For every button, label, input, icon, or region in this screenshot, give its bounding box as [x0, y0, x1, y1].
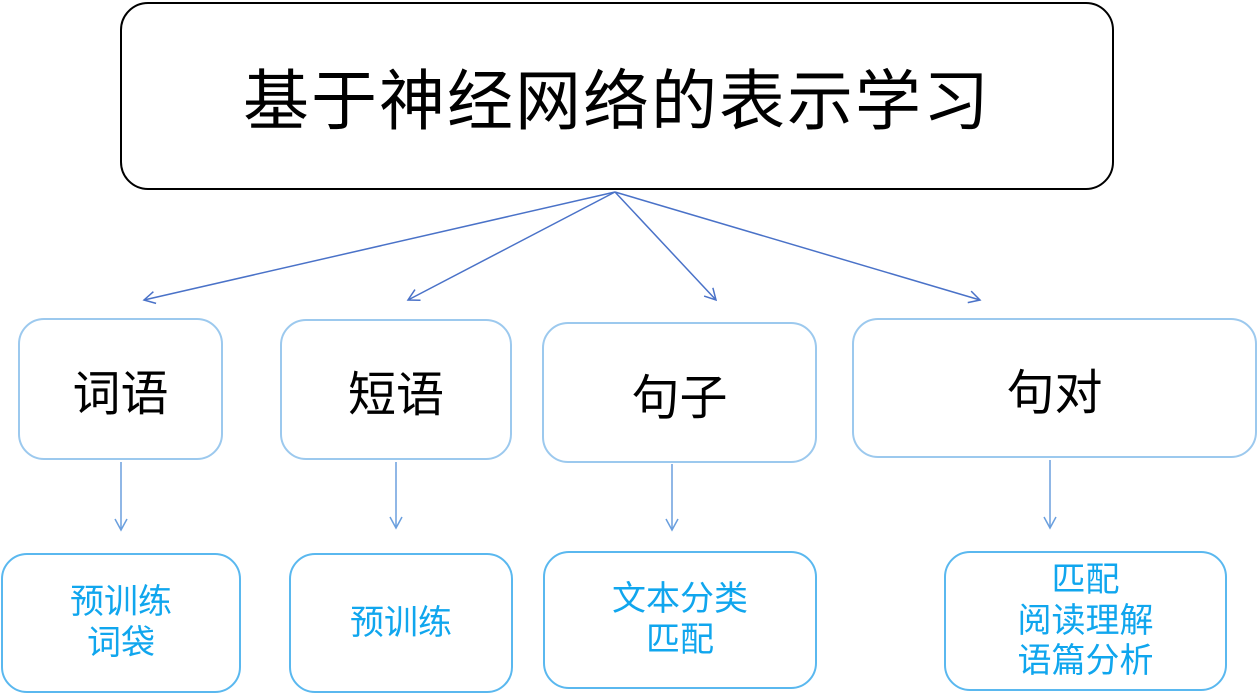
task-node-phrases: 预训练: [289, 553, 513, 693]
task-item: 词袋: [87, 623, 155, 663]
task-item: 阅读理解: [1017, 600, 1154, 641]
category-node-sentences: 句子: [542, 322, 817, 463]
task-node-sentence-pairs: 匹配 阅读理解 语篇分析: [944, 551, 1227, 691]
task-item: 文本分类: [612, 579, 748, 620]
category-node-phrases: 短语: [280, 319, 512, 460]
arrow-to-sentences: [614, 191, 718, 302]
arrow-to-phrases: [406, 191, 616, 301]
arrow-to-sentence-pairs: [614, 191, 982, 304]
task-item: 语篇分析: [1017, 641, 1154, 682]
root-title: 基于神经网络的表示学习: [243, 63, 991, 140]
category-node-sentence-pairs: 句对: [852, 318, 1257, 458]
task-node-words: 预训练 词袋: [1, 553, 241, 693]
task-node-sentences: 文本分类 匹配: [543, 551, 817, 689]
task-item: 匹配: [646, 620, 714, 660]
category-label: 句子: [631, 369, 728, 426]
root-node: 基于神经网络的表示学习: [120, 2, 1114, 190]
category-label: 词语: [72, 366, 169, 422]
task-item: 匹配: [1051, 559, 1120, 600]
task-item: 预训练: [350, 602, 452, 643]
category-label: 句对: [1006, 365, 1103, 421]
task-item: 预训练: [70, 582, 172, 623]
category-node-words: 词语: [18, 318, 223, 460]
category-label: 短语: [347, 366, 444, 423]
arrow-to-words: [142, 191, 616, 305]
